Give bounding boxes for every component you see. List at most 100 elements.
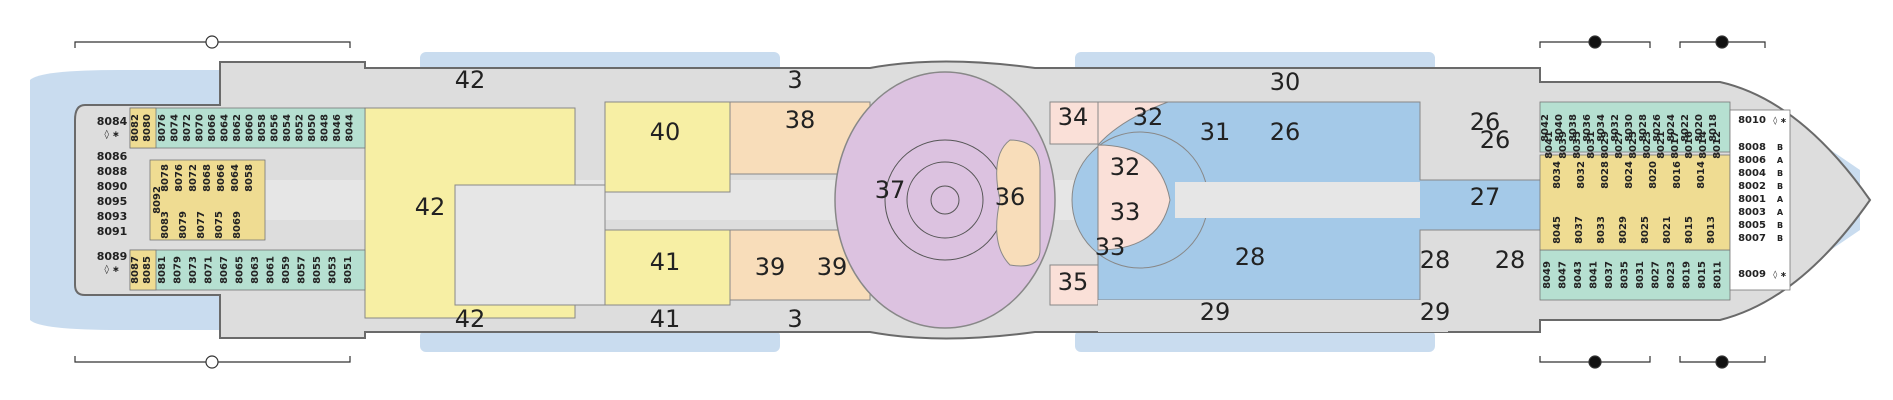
cabin-8081: 8081 (157, 256, 168, 284)
zone-40-area (604, 101, 731, 193)
zone-label-26: 26 (1470, 108, 1501, 136)
cabin-8030: 8030 (1624, 114, 1635, 142)
cabin-8016: 8016 (1684, 131, 1695, 159)
cabin-8089: 8089 (97, 250, 128, 263)
zone-label-42: 42 (415, 193, 446, 221)
cabin-8055: 8055 (312, 256, 323, 284)
zone-32-inner (1097, 144, 1171, 251)
cabin-8038: 8038 (1568, 114, 1579, 142)
cabin-8041: 8041 (1589, 261, 1600, 289)
cabin-8058: 8058 (244, 164, 255, 192)
cabin-8092: 8092 (152, 186, 163, 214)
cabin-8043: 8043 (1573, 261, 1584, 289)
water-lower-fwd (1075, 330, 1435, 352)
cabin-8005: 8005 (1738, 220, 1766, 231)
cabin-8013: 8013 (1706, 216, 1717, 244)
zone-label-28: 28 (1235, 243, 1266, 271)
marker-fwd-top-dot (1588, 35, 1602, 49)
cabin-8027: 8027 (1651, 261, 1662, 289)
cabin-8021: 8021 (1656, 131, 1667, 159)
zone-label-26: 26 (1270, 118, 1301, 146)
cabin-8006: 8006 (1738, 155, 1766, 166)
bow-stack-block (1729, 109, 1791, 291)
zone-35-area (1049, 264, 1099, 306)
cabin-8062: 8062 (232, 114, 243, 142)
cabin-8026: 8026 (1652, 114, 1663, 142)
cabin-8037: 8037 (1574, 216, 1585, 244)
cabin-symbol-8004: B (1777, 169, 1783, 178)
cabin-8083: 8083 (160, 211, 171, 239)
cabin-8041: 8041 (1544, 131, 1555, 159)
cabin-8086: 8086 (97, 150, 128, 163)
cabin-8073: 8073 (188, 256, 199, 284)
cabin-8080: 8080 (142, 114, 153, 142)
cabin-8057: 8057 (297, 256, 308, 284)
cabin-8009: 8009 (1738, 269, 1766, 280)
zone-label-40: 40 (650, 118, 681, 146)
cabin-8018: 8018 (1708, 114, 1719, 142)
cabin-8087: 8087 (130, 256, 141, 284)
cabin-8022: 8022 (1680, 114, 1691, 142)
cabin-8039: 8039 (1558, 131, 1569, 159)
cabin-8001: 8001 (1738, 194, 1766, 205)
cabin-8036: 8036 (1582, 114, 1593, 142)
aft-mid-block (149, 159, 266, 241)
cabin-8071: 8071 (204, 256, 215, 284)
aft-top-block (129, 107, 366, 149)
cabin-8008: 8008 (1738, 142, 1766, 153)
cabin-8021: 8021 (1662, 216, 1673, 244)
cabin-8014: 8014 (1698, 131, 1709, 159)
cabin-8056: 8056 (270, 114, 281, 142)
zone-label-41: 41 (650, 305, 681, 333)
cabin-8044: 8044 (345, 114, 356, 142)
cabin-symbol-8084: ◊ ∗ (104, 129, 119, 140)
cabin-symbol-8008: B (1777, 143, 1783, 152)
cabin-8063: 8063 (250, 256, 261, 284)
cabin-8019: 8019 (1682, 261, 1693, 289)
cabin-8032: 8032 (1610, 114, 1621, 142)
zone-29-band (1098, 300, 1448, 332)
aft-gold-bottom (129, 249, 157, 291)
cabin-8090: 8090 (97, 180, 128, 193)
marker-bow-bottom-dot (1715, 355, 1729, 369)
atrium-ellipse (834, 71, 1056, 329)
cabin-8035: 8035 (1620, 261, 1631, 289)
cabin-8014: 8014 (1696, 161, 1707, 189)
cabin-symbol-8005: B (1777, 221, 1783, 230)
cabin-8084: 8084 (97, 115, 128, 128)
cabin-symbol-8006: A (1777, 156, 1784, 165)
fwd-top-block (1539, 101, 1731, 153)
cabin-8076: 8076 (174, 164, 185, 192)
zone-label-33: 33 (1095, 233, 1126, 261)
cabin-8075: 8075 (214, 211, 225, 239)
cabin-8011: 8011 (1713, 261, 1724, 289)
zone-36-blob (996, 139, 1041, 267)
cabin-8024: 8024 (1624, 161, 1635, 189)
cabin-8078: 8078 (160, 164, 171, 192)
zone-label-29: 29 (1420, 298, 1451, 326)
cabin-8058: 8058 (257, 114, 268, 142)
cabin-8050: 8050 (307, 114, 318, 142)
cabin-8065: 8065 (235, 256, 246, 284)
cabin-8024: 8024 (1666, 114, 1677, 142)
cabin-8077: 8077 (196, 211, 207, 239)
marker-fwd-bottom-dot (1588, 355, 1602, 369)
cabin-8028: 8028 (1638, 114, 1649, 142)
cabin-8023: 8023 (1666, 261, 1677, 289)
atrium (834, 71, 1056, 329)
zone-label-38: 38 (785, 106, 816, 134)
atrium-ring-3 (930, 185, 960, 215)
cabin-8051: 8051 (343, 256, 354, 284)
fwd-mid-block (1539, 154, 1731, 251)
zone-label-30: 30 (1270, 68, 1301, 96)
cabin-8067: 8067 (219, 256, 230, 284)
cabin-8034: 8034 (1552, 161, 1563, 189)
cabin-8032: 8032 (1576, 161, 1587, 189)
cabin-8054: 8054 (282, 114, 293, 142)
cabin-8020: 8020 (1694, 114, 1705, 142)
zone-label-35: 35 (1058, 268, 1089, 296)
cabin-symbol-8010: ◊ ∗ (1773, 116, 1786, 125)
cabin-8052: 8052 (295, 114, 306, 142)
